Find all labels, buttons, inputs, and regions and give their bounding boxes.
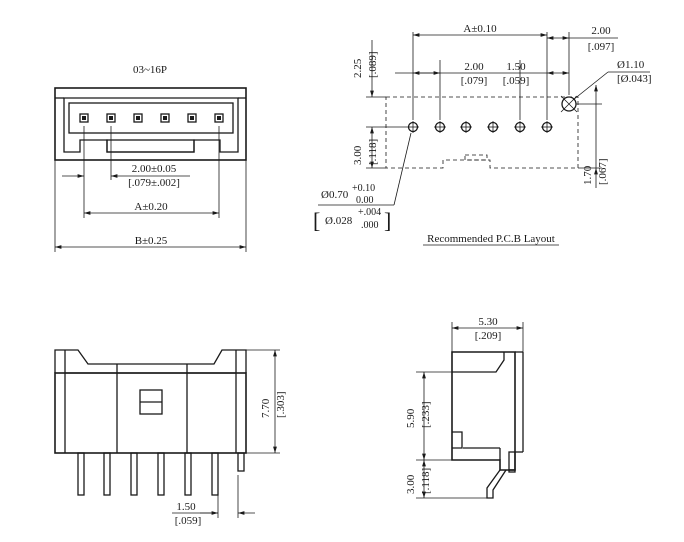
side-width-mm-label: 5.30	[478, 316, 498, 328]
pcb-offset-mm-label: 2.25	[352, 58, 364, 78]
hole-small-in-tol-dn-label: .000	[361, 220, 379, 231]
top-view: 03~16P 2.00±0.05 [.079±.002]	[54, 64, 247, 252]
pcb-pitch-in-label: [.079]	[461, 75, 488, 87]
pcb-dim-a-label: A±0.10	[463, 23, 497, 35]
hole-small-tol-dn-label: 0.00	[356, 195, 374, 206]
pcb-gap-mm-label: 1.50	[506, 61, 526, 73]
pcb-edge-mm-label: 2.00	[591, 25, 611, 37]
pitch-in-label: [.079±.002]	[128, 177, 180, 189]
dim-a-label: A±0.20	[134, 201, 168, 213]
pcb-hole	[434, 121, 446, 133]
dim-b-label: B±0.25	[135, 235, 168, 247]
dim-a: A±0.20	[83, 126, 220, 218]
front-view: 7.70 [.303] 1.50 [.059]	[54, 349, 287, 527]
pin	[79, 113, 89, 123]
side-tail-mm-label: 3.00	[405, 474, 417, 494]
pitch-dimension: 2.00±0.05 [.079±.002]	[62, 126, 190, 189]
side-tail-in-label: [.118]	[420, 468, 432, 494]
front-height-mm-label: 7.70	[260, 398, 272, 418]
side-view: 5.30 [.209] 5.90 [.233] 3.00 [.118]	[405, 316, 524, 499]
pcb-layout: A±0.10 2.00 [.097] 2.00 [.079] 1.50 [.05…	[313, 23, 652, 246]
hole-small-in-base-label: Ø.028	[325, 215, 353, 227]
front-view-body	[54, 349, 247, 454]
pin	[187, 113, 197, 123]
pcb-right-in-label: [.067]	[597, 158, 609, 185]
pcb-hole	[407, 121, 419, 133]
pcb-hole	[541, 121, 553, 133]
side-view-tail	[486, 451, 516, 499]
hole-small-tol-up-label: +0.10	[352, 183, 375, 194]
pitch-mm-label: 2.00±0.05	[132, 163, 177, 175]
pcb-hole	[487, 121, 499, 133]
pcb-height-mm-label: 3.00	[352, 145, 364, 165]
pin	[133, 113, 143, 123]
front-view-pins	[77, 452, 245, 496]
side-body-mm-label: 5.90	[405, 408, 417, 428]
pcb-hole	[514, 121, 526, 133]
pcb-hole	[460, 121, 472, 133]
front-height-in-label: [.303]	[275, 391, 287, 418]
front-pin-mm-label: 1.50	[176, 501, 196, 513]
pcb-right-mm-label: 1.70	[582, 165, 594, 185]
pcb-hole-big-in-label: [Ø.043]	[617, 73, 652, 85]
bracket-right: ]	[384, 208, 391, 233]
pin	[160, 113, 170, 123]
dim-b: B±0.25	[54, 160, 247, 252]
top-view-body	[54, 87, 247, 161]
side-body-in-label: [.233]	[420, 401, 432, 428]
front-pin-in-label: [.059]	[175, 515, 202, 527]
pin	[106, 113, 116, 123]
hole-small-base-label: Ø0.70	[321, 189, 349, 201]
hole-small-in-tol-up-label: +.004	[358, 207, 381, 218]
pin	[214, 113, 224, 123]
pcb-pitch-mm-label: 2.00	[464, 61, 484, 73]
pcb-height-in-label: [.118]	[367, 139, 379, 165]
bracket-left: [	[313, 208, 320, 233]
top-view-pins	[79, 113, 224, 123]
pcb-edge-in-label: [.097]	[588, 41, 615, 53]
pcb-hole-big-mm-label: Ø1.10	[617, 59, 645, 71]
pcb-holes	[407, 95, 578, 133]
pcb-offset-in-label: [.089]	[367, 51, 379, 78]
pin-range-label: 03~16P	[133, 64, 167, 76]
side-width-in-label: [.209]	[475, 330, 502, 342]
hole-small-callout: Ø0.70 +0.10 0.00 [ Ø.028 +.004 .000 ]	[313, 183, 391, 233]
pcb-caption: Recommended P.C.B Layout	[427, 233, 555, 245]
pcb-gap-in-label: [.059]	[503, 75, 530, 87]
